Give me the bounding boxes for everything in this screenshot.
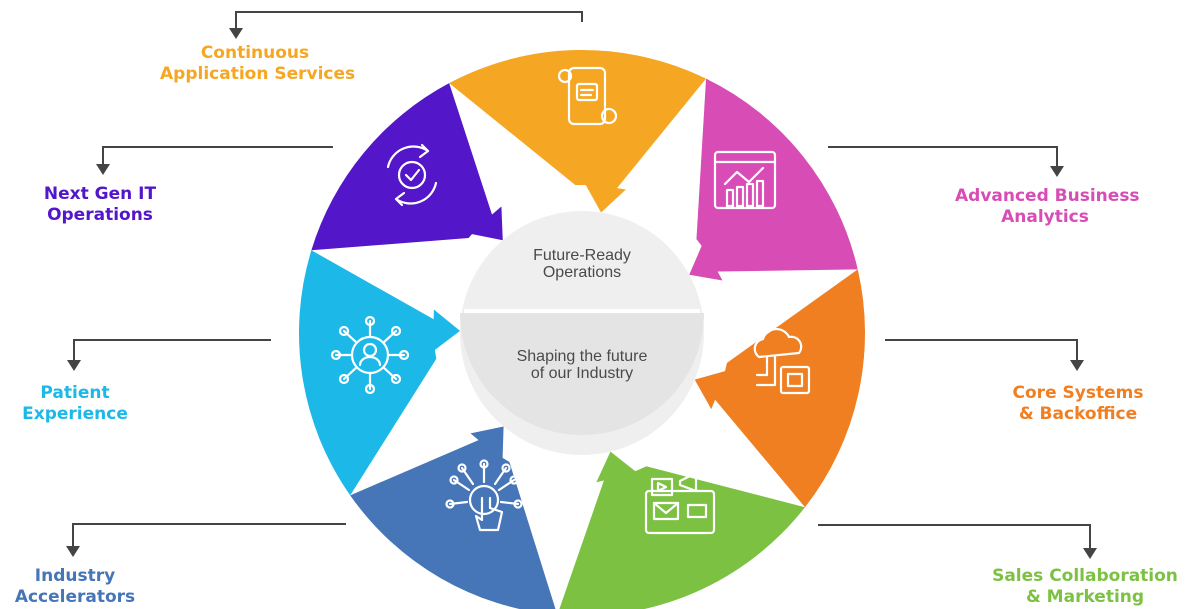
- label-line: & Marketing: [1025, 587, 1145, 607]
- label-core-systems-backoffice: Core Systems & Backoffice: [1003, 383, 1153, 425]
- leader-arrow-core-systems-backoffice: [885, 339, 1084, 371]
- label-line: & Backoffice: [1018, 404, 1138, 424]
- segment-pointer: [596, 451, 637, 483]
- leader-arrow-sales-collaboration-marketing: [818, 524, 1097, 559]
- label-industry-accelerators: Industry Accelerators: [10, 566, 140, 608]
- leader-arrow-industry-accelerators: [66, 523, 346, 557]
- label-next-gen-it-operations: Next Gen IT Operations: [30, 184, 170, 226]
- leader-arrow-patient-experience: [67, 339, 271, 371]
- label-line: Operations: [47, 205, 153, 225]
- megaphone-screen-icon: [644, 471, 716, 535]
- label-line: Continuous: [200, 43, 310, 63]
- label-line: Advanced Business: [955, 186, 1140, 206]
- label-line: Experience: [22, 404, 128, 424]
- label-line: Application Services: [160, 64, 356, 84]
- segment-pointer: [469, 206, 503, 241]
- gear-cycle-icon: [386, 143, 438, 207]
- label-advanced-business-analytics: Advanced Business Analytics: [955, 186, 1140, 228]
- segment-next-gen-it-operations: [311, 83, 499, 251]
- leader-arrow-next-gen-it-operations: [96, 146, 333, 175]
- hub-bottom-line: of our Industry: [530, 365, 634, 382]
- segment-continuous-application-services: [449, 49, 707, 207]
- label-line: Analytics: [1001, 207, 1089, 227]
- segment-advanced-business-analytics: [694, 78, 858, 272]
- label-patient-experience: Patient Experience: [10, 383, 140, 425]
- analytics-dashboard-icon: [713, 150, 777, 210]
- hub-bottom-line: Shaping the future: [516, 348, 648, 365]
- hub-top-line: Future-Ready: [533, 247, 631, 264]
- segment-pointer: [689, 243, 723, 281]
- segment-core-systems-backoffice: [700, 269, 865, 508]
- label-line: Industry: [34, 566, 116, 586]
- label-continuous-application-services: Continuous Application Services: [160, 43, 356, 85]
- touch-network-icon: [445, 459, 523, 532]
- app-gear-icon: [557, 66, 618, 126]
- segment-pointer: [584, 183, 626, 213]
- label-line: Sales Collaboration: [992, 566, 1178, 586]
- label-line: Next Gen IT: [43, 184, 157, 204]
- segment-pointer: [470, 426, 504, 461]
- hub-top-text: Future-Ready Operations: [497, 247, 667, 281]
- cloud-chip-icon: [753, 327, 811, 395]
- segment-industry-accelerators: [350, 431, 556, 609]
- label-line: Accelerators: [14, 587, 136, 607]
- segment-pointer: [433, 309, 461, 352]
- hub-bottom-text: Shaping the future of our Industry: [492, 348, 672, 382]
- leader-arrow-continuous-application-services: [229, 11, 583, 39]
- hub-top-line: Operations: [542, 264, 622, 281]
- label-line: Core Systems: [1012, 383, 1144, 403]
- leader-arrow-advanced-business-analytics: [828, 146, 1064, 177]
- segment-pointer: [694, 370, 728, 410]
- label-line: Patient: [40, 383, 110, 403]
- hub-bottom-half: [460, 313, 704, 435]
- person-network-icon: [330, 315, 410, 395]
- label-sales-collaboration-marketing: Sales Collaboration & Marketing: [985, 566, 1185, 608]
